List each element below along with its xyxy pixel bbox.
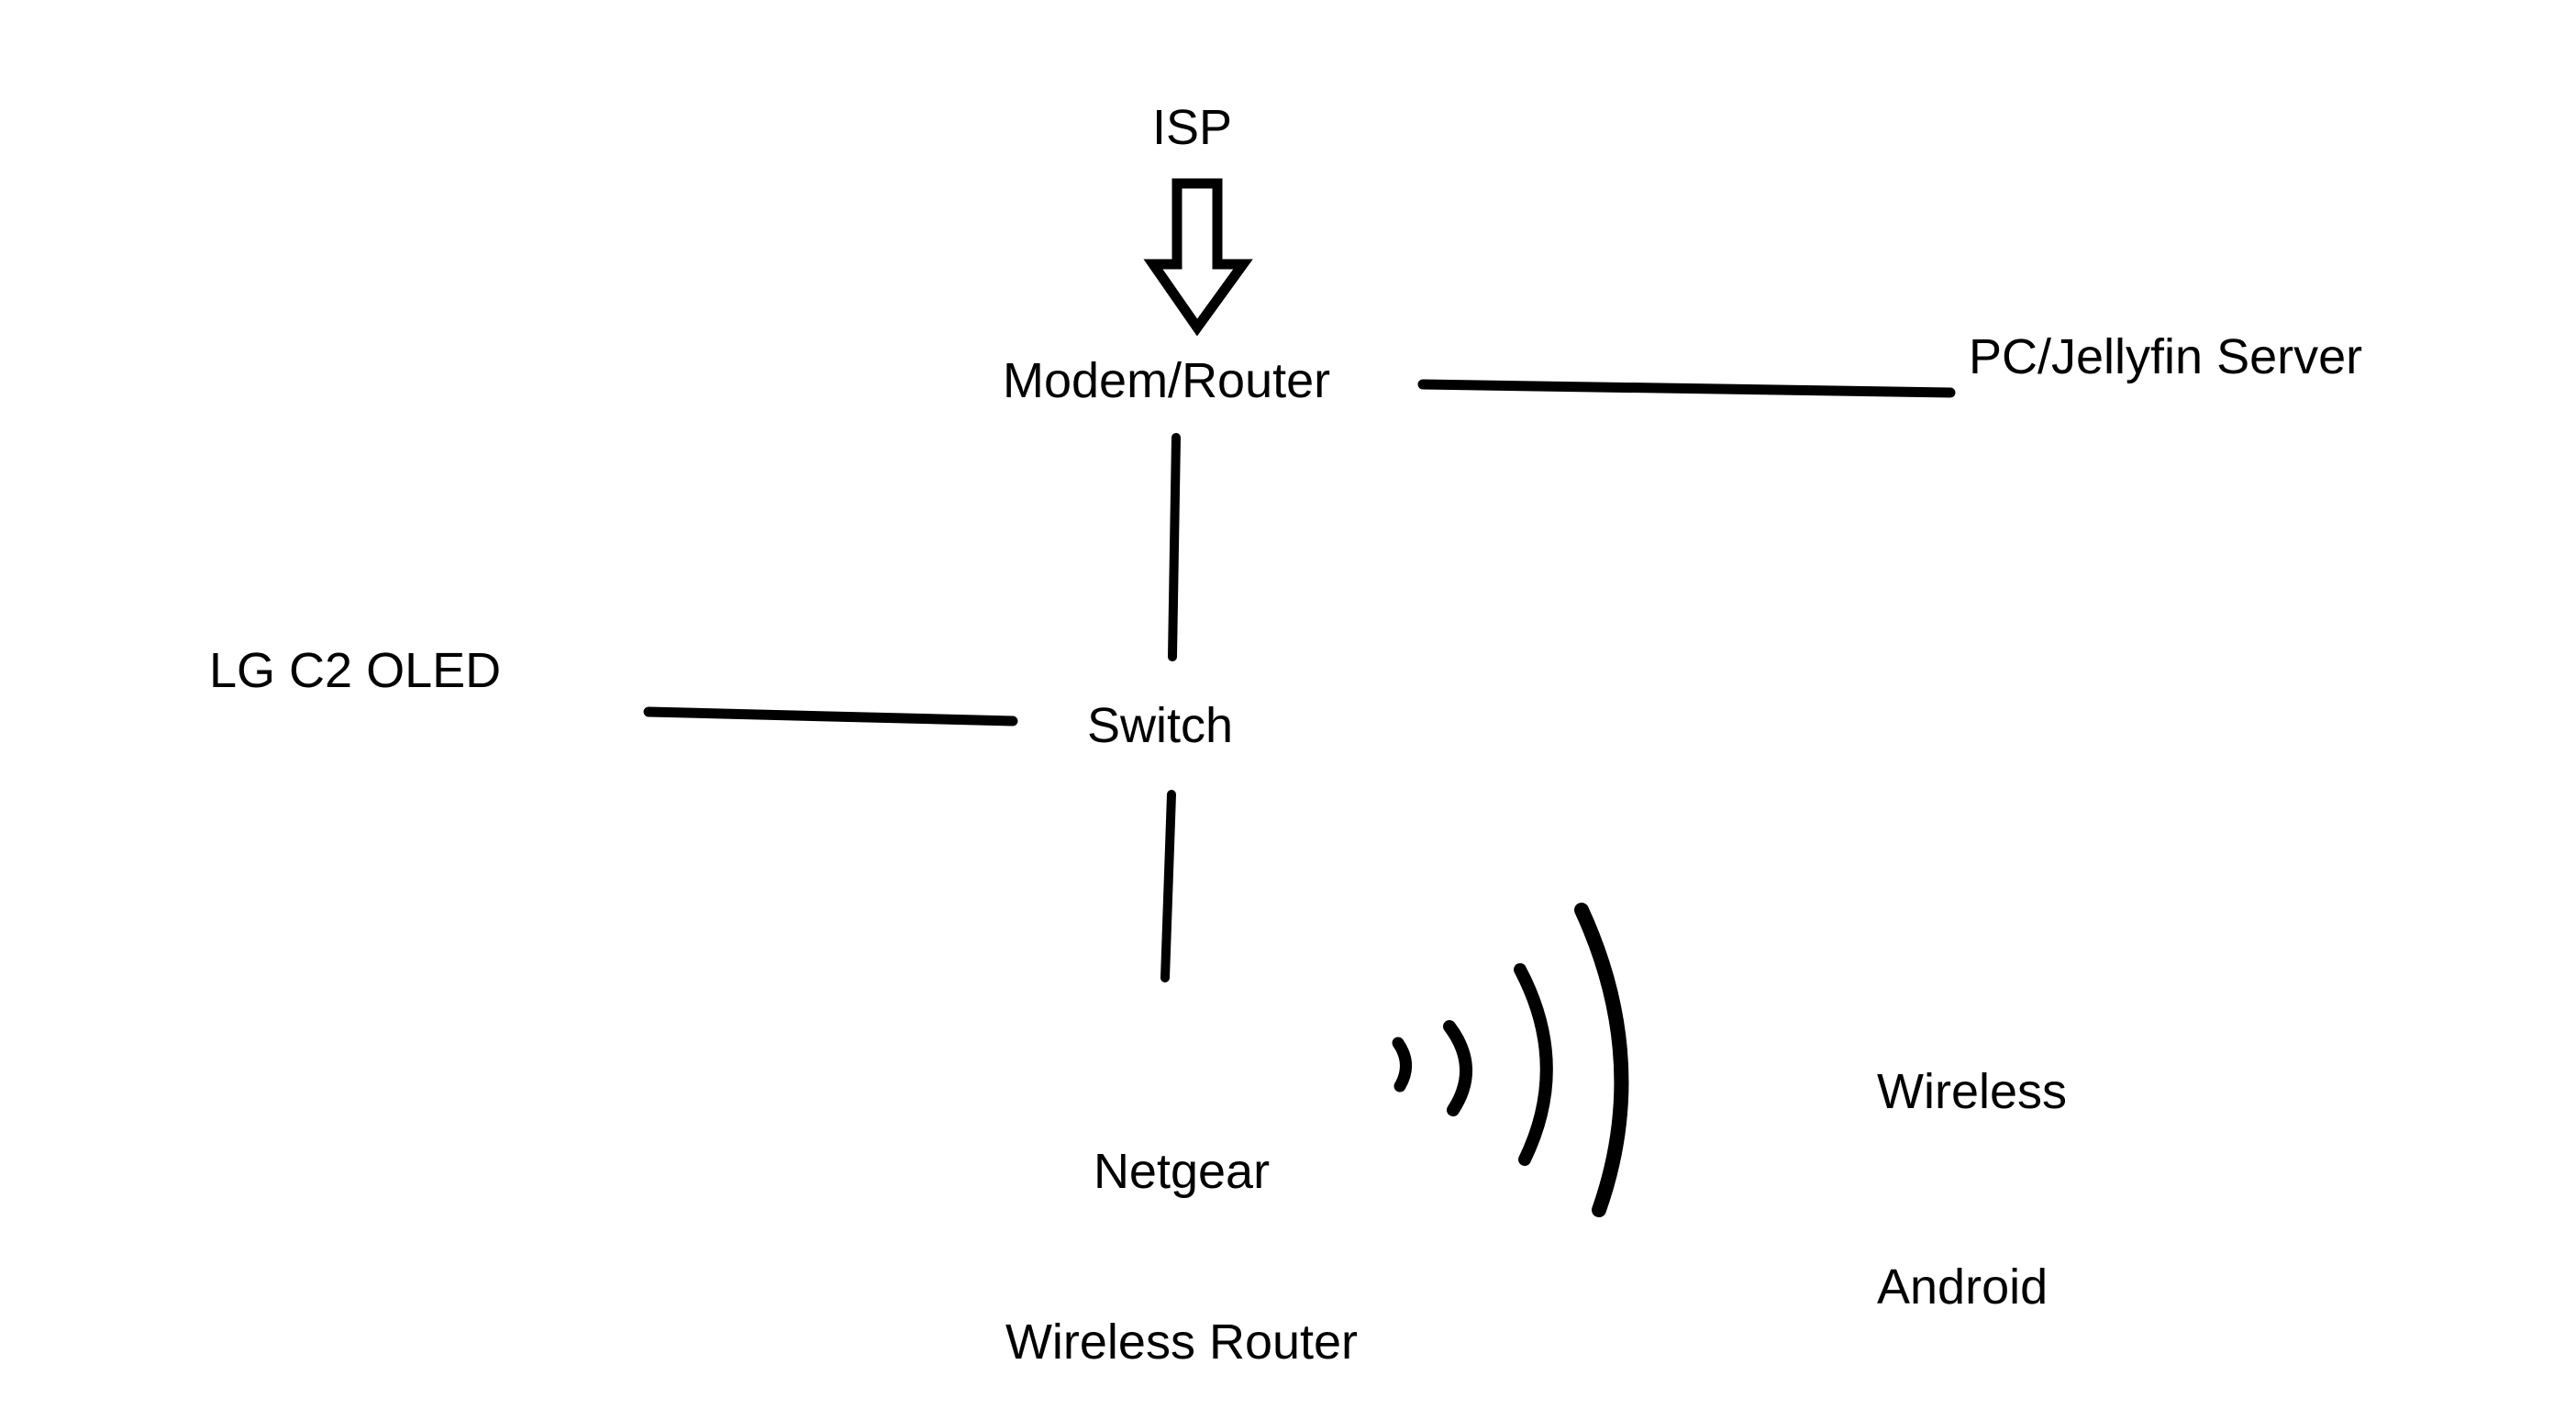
wifi-arc-1 — [1392, 1037, 1412, 1093]
down-block-arrow-icon — [1143, 178, 1253, 337]
link-modem-to-pc — [1417, 379, 1956, 398]
android-label-line-2: Android — [1877, 1259, 2049, 1315]
node-label-lg-c2-oled: LG C2 OLED — [209, 643, 502, 698]
wifi-arc-3 — [1514, 963, 1553, 1166]
node-label-modem-router: Modem/Router — [1003, 353, 1331, 408]
android-label-line-1: Wireless — [1877, 1063, 2068, 1119]
node-label-wireless-android-device: Wireless Android Device — [1877, 928, 2067, 1409]
link-lg-to-switch — [643, 706, 1018, 727]
wifi-arc-4 — [1574, 903, 1629, 1217]
netgear-label-line-1: Netgear — [1093, 1144, 1271, 1200]
wifi-signal-arcs-icon — [1392, 903, 1629, 1217]
wifi-arc-2 — [1443, 1020, 1473, 1116]
netgear-label-line-2: Wireless Router — [1005, 1315, 1359, 1370]
node-label-netgear-wireless-router: Netgear Wireless Router — [975, 1029, 1388, 1409]
link-switch-to-netgear — [1160, 790, 1176, 982]
link-modem-to-switch — [1168, 433, 1181, 661]
node-label-pc-jellyfin-server: PC/Jellyfin Server — [1969, 329, 2363, 384]
node-label-switch: Switch — [1087, 698, 1234, 753]
node-label-isp: ISP — [1152, 100, 1233, 155]
